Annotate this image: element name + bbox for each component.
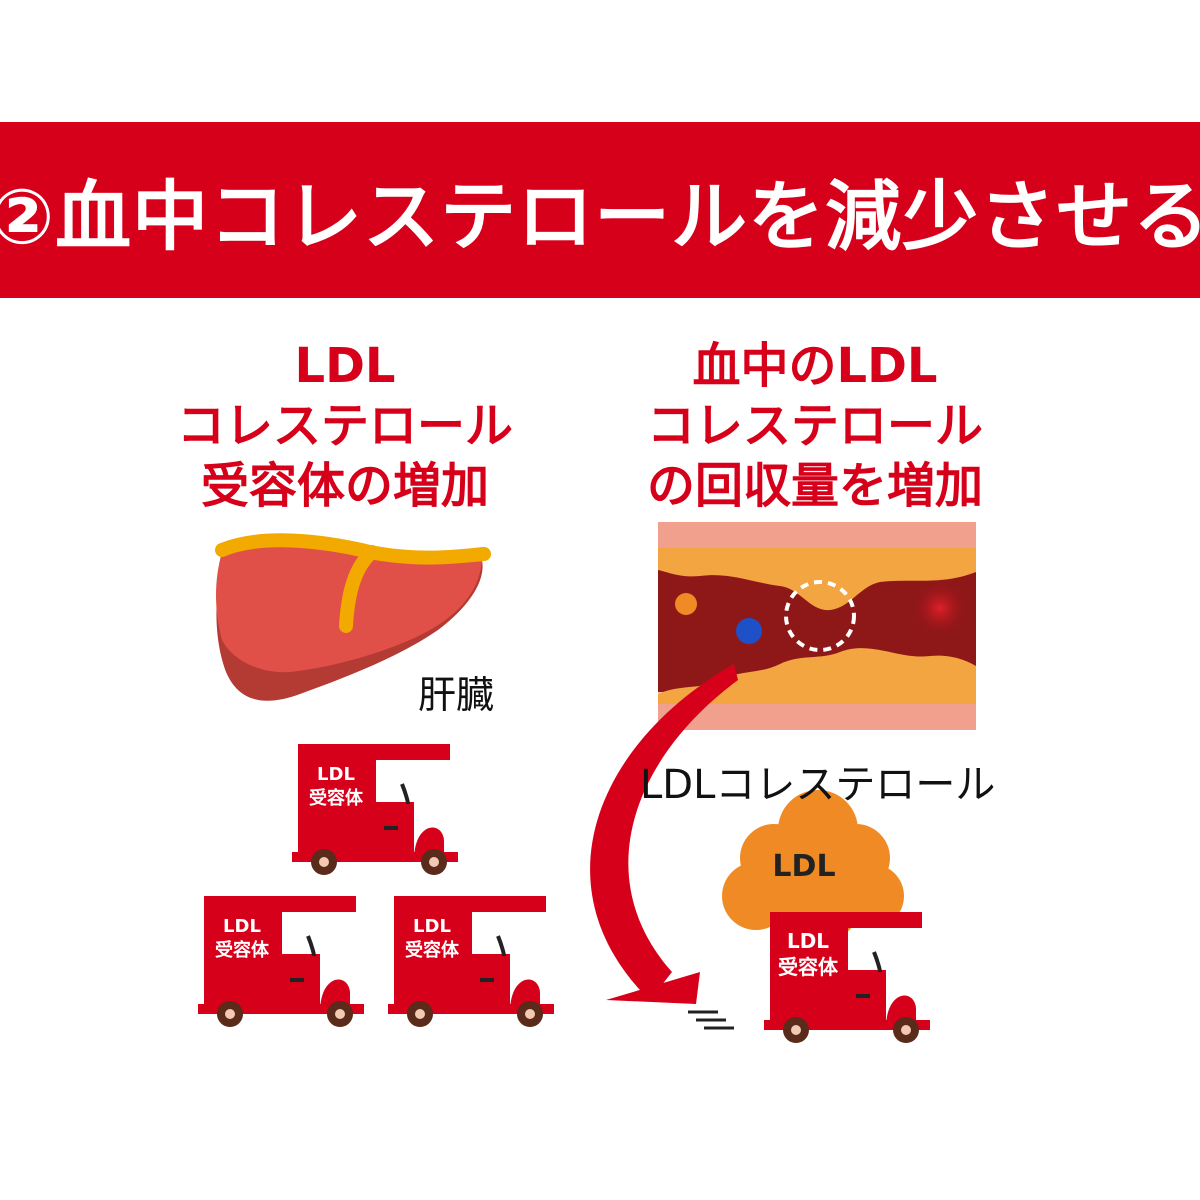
truck-label-line-1: LDL [223,916,261,937]
speed-lines-icon [688,1010,734,1030]
left-heading-line-2: コレステロール [176,398,513,454]
liver-illustration [215,533,491,701]
truck-label-line-2: 受容体 [778,955,839,979]
blue-particle [736,618,762,644]
ldl-receptor-truck: LDL 受容体 [388,896,554,1027]
title-banner: ②血中コレステロールを減少させる [0,122,1200,298]
truck-label-line-1: LDL [413,916,451,937]
banner-title: ②血中コレステロールを減少させる [0,172,1200,261]
right-heading-line-1: 血中のLDL [692,338,938,394]
cargo-label: LDL [772,849,835,884]
curved-arrow-icon [590,664,738,1004]
right-heading-line-2: コレステロール [646,398,983,454]
ldl-cholesterol-label: LDLコレステロール [640,762,996,808]
dashed-target-circle [784,580,856,652]
ldl-receptor-truck: LDL 受容体 [198,896,364,1027]
ldl-receptor-truck-carrying: LDL 受容体 [764,912,930,1043]
truck-label-line-1: LDL [787,929,829,953]
left-heading-line-1: LDL [294,338,396,394]
plaque-bottom [658,648,976,704]
right-heading-line-3: の回収量を増加 [646,458,983,514]
truck-label-line-2: 受容体 [309,787,364,809]
left-heading-line-3: 受容体の増加 [200,458,489,514]
ldl-receptor-truck: LDL 受容体 [292,744,458,875]
orange-particle [675,593,697,615]
gallbladder-duct [215,533,491,633]
truck-label-line-1: LDL [317,764,355,785]
liver-label: 肝臓 [418,673,495,717]
truck-label-line-2: 受容体 [215,939,270,961]
truck-label-line-2: 受容体 [405,939,460,961]
plaque-top [658,548,976,611]
left-heading: LDL コレステロール 受容体の増加 [150,336,540,516]
right-heading: 血中のLDL コレステロール の回収量を増加 [620,336,1010,516]
